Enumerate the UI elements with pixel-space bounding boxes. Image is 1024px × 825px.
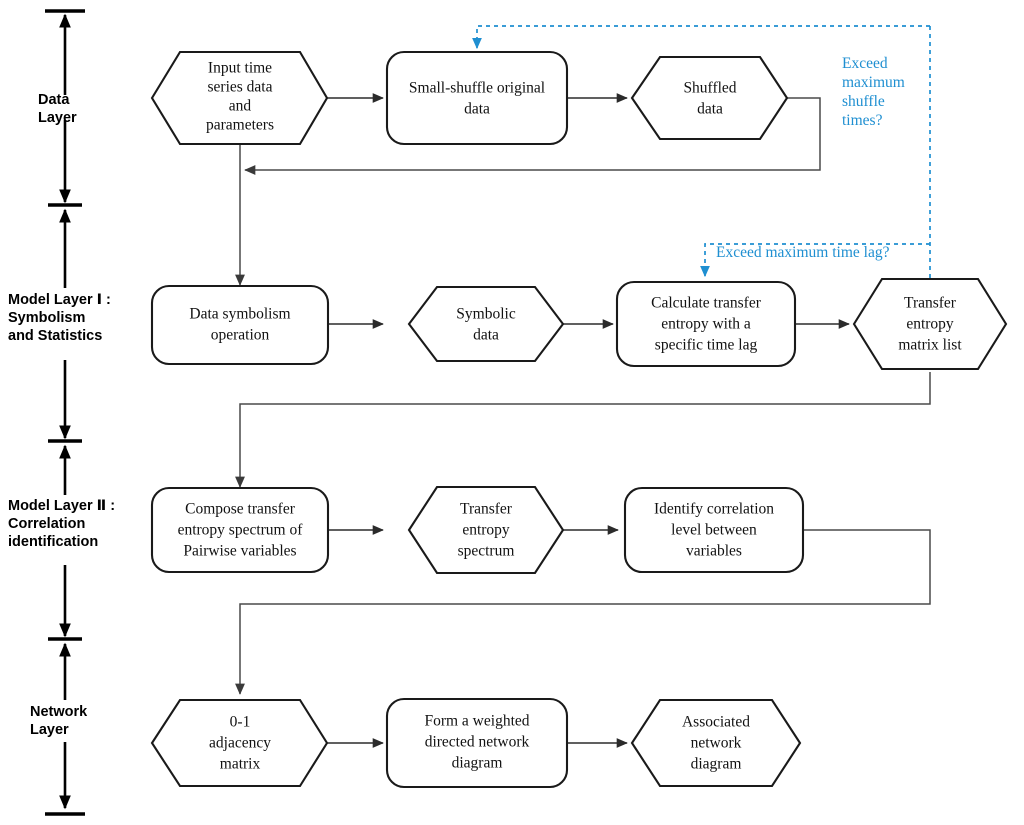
node-label-line: variables xyxy=(686,543,742,560)
node-label-line: and xyxy=(229,98,252,115)
node-label-line: matrix xyxy=(220,756,261,773)
rounded-rect-shape xyxy=(623,486,805,574)
node-label-line: diagram xyxy=(452,755,503,772)
edge-exceed-max-shuffle-feedback xyxy=(472,25,930,50)
edge-exceed-max-timelag-feedback xyxy=(700,243,930,278)
edge-matrixlist-to-compose xyxy=(235,372,931,488)
layer-label-line: Model Layer Ⅱ : xyxy=(8,498,115,514)
node-form-weighted-network[interactable]: Form a weighted directed network diagram xyxy=(385,697,569,789)
node-label-line: Calculate transfer xyxy=(651,295,762,312)
node-label-line: spectrum xyxy=(458,543,515,560)
hexagon-shape xyxy=(630,698,802,788)
node-label-line: Data symbolism xyxy=(189,306,290,323)
node-symbolic-data[interactable]: Symbolic data xyxy=(407,285,565,363)
node-label-line: 0-1 xyxy=(230,714,251,731)
node-label-line: Pairwise variables xyxy=(183,543,296,560)
decision-label-line: Exceed xyxy=(842,55,888,72)
rounded-rect-shape xyxy=(150,486,330,574)
node-label-line: Form a weighted xyxy=(424,713,529,730)
node-label-line: level between xyxy=(671,522,757,539)
node-transfer-entropy-matrix-list[interactable]: Transfer entropy matrix list xyxy=(852,277,1008,371)
layer-label-line: Model Layer Ⅰ : xyxy=(8,292,111,308)
node-label-line: series data xyxy=(208,79,273,96)
node-label-line: data xyxy=(473,327,499,344)
layer-label-network-layer: Network Layer xyxy=(30,704,88,738)
node-compose-te-spectrum[interactable]: Compose transfer entropy spectrum of Pai… xyxy=(150,486,330,574)
layer-axis xyxy=(45,9,85,816)
layer-label-data-layer: Data Layer xyxy=(38,92,77,126)
node-label-line: Transfer xyxy=(904,295,957,312)
node-label-line: entropy xyxy=(906,316,954,333)
decision-label-line: times? xyxy=(842,112,883,129)
rounded-rect-shape xyxy=(615,280,797,368)
node-label-line: data xyxy=(697,101,723,118)
node-label-line: directed network xyxy=(425,734,530,751)
hexagon-shape xyxy=(852,277,1008,371)
node-label-line: diagram xyxy=(691,756,742,773)
edge-identify-to-adjacency xyxy=(235,529,931,695)
node-label-line: matrix list xyxy=(898,337,962,354)
node-label-line: Small-shuffle original xyxy=(409,80,545,97)
layer-label-line: Network xyxy=(30,704,88,720)
node-data-symbolism[interactable]: Data symbolism operation xyxy=(150,284,330,366)
rounded-rect-shape xyxy=(150,284,330,366)
node-label-line: Symbolic xyxy=(456,306,516,323)
node-label-line: adjacency xyxy=(209,735,271,752)
layer-label-model-layer-1: Model Layer Ⅰ : Symbolism and Statistics xyxy=(8,292,111,344)
node-label-line: entropy xyxy=(462,522,510,539)
layer-label-line: identification xyxy=(8,534,98,550)
layer-label-model-layer-2: Model Layer Ⅱ : Correlation identificati… xyxy=(8,498,115,550)
node-label-line: parameters xyxy=(206,117,274,134)
node-label-line: Input time xyxy=(208,60,272,77)
node-associated-network-diagram[interactable]: Associated network diagram xyxy=(630,698,802,788)
node-shuffled-data[interactable]: Shuffled data xyxy=(630,55,789,141)
decision-label-line: maximum xyxy=(842,74,905,91)
node-transfer-entropy-spectrum[interactable]: Transfer entropy spectrum xyxy=(407,485,565,575)
node-label-line: Associated xyxy=(682,714,750,731)
node-small-shuffle[interactable]: Small-shuffle original data xyxy=(385,50,569,146)
node-label-line: Transfer xyxy=(460,501,513,518)
layer-label-line: Data xyxy=(38,92,70,108)
rounded-rect-shape xyxy=(385,50,569,146)
node-identify-correlation[interactable]: Identify correlation level between varia… xyxy=(623,486,805,574)
node-calculate-transfer-entropy[interactable]: Calculate transfer entropy with a specif… xyxy=(615,280,797,368)
node-label-line: entropy with a xyxy=(661,316,751,333)
node-label-line: Compose transfer xyxy=(185,501,296,518)
layer-label-line: Layer xyxy=(30,722,69,738)
hexagon-shape xyxy=(150,50,329,146)
edge-shuffled-feedback-to-trunk xyxy=(244,97,821,175)
node-label-line: Shuffled xyxy=(683,80,736,97)
node-label-line: Identify correlation xyxy=(654,501,774,518)
decision-label-line: Exceed maximum time lag? xyxy=(716,244,890,261)
layer-label-line: Layer xyxy=(38,110,77,126)
hexagon-shape xyxy=(407,285,565,363)
node-label-line: data xyxy=(464,101,490,118)
node-label-line: network xyxy=(691,735,742,752)
node-label-line: specific time lag xyxy=(655,337,758,354)
hexagon-shape xyxy=(407,485,565,575)
layer-label-line: and Statistics xyxy=(8,328,102,344)
node-label-line: operation xyxy=(211,327,270,344)
node-adjacency-matrix[interactable]: 0-1 adjacency matrix xyxy=(150,698,329,788)
decision-label-exceed-max-shuffle-times: Exceed maximum shuffle times? xyxy=(842,55,905,129)
edges xyxy=(235,25,931,748)
layer-label-line: Correlation xyxy=(8,516,85,532)
layer-label-line: Symbolism xyxy=(8,310,85,326)
rounded-rect-shape xyxy=(385,697,569,789)
node-label-line: entropy spectrum of xyxy=(178,522,304,539)
decision-label-exceed-max-time-lag: Exceed maximum time lag? xyxy=(716,244,890,261)
hexagon-shape xyxy=(630,55,789,141)
decision-label-line: shuffle xyxy=(842,93,885,110)
node-input-time-series[interactable]: Input time series data and parameters xyxy=(150,50,329,146)
hexagon-shape xyxy=(150,698,329,788)
